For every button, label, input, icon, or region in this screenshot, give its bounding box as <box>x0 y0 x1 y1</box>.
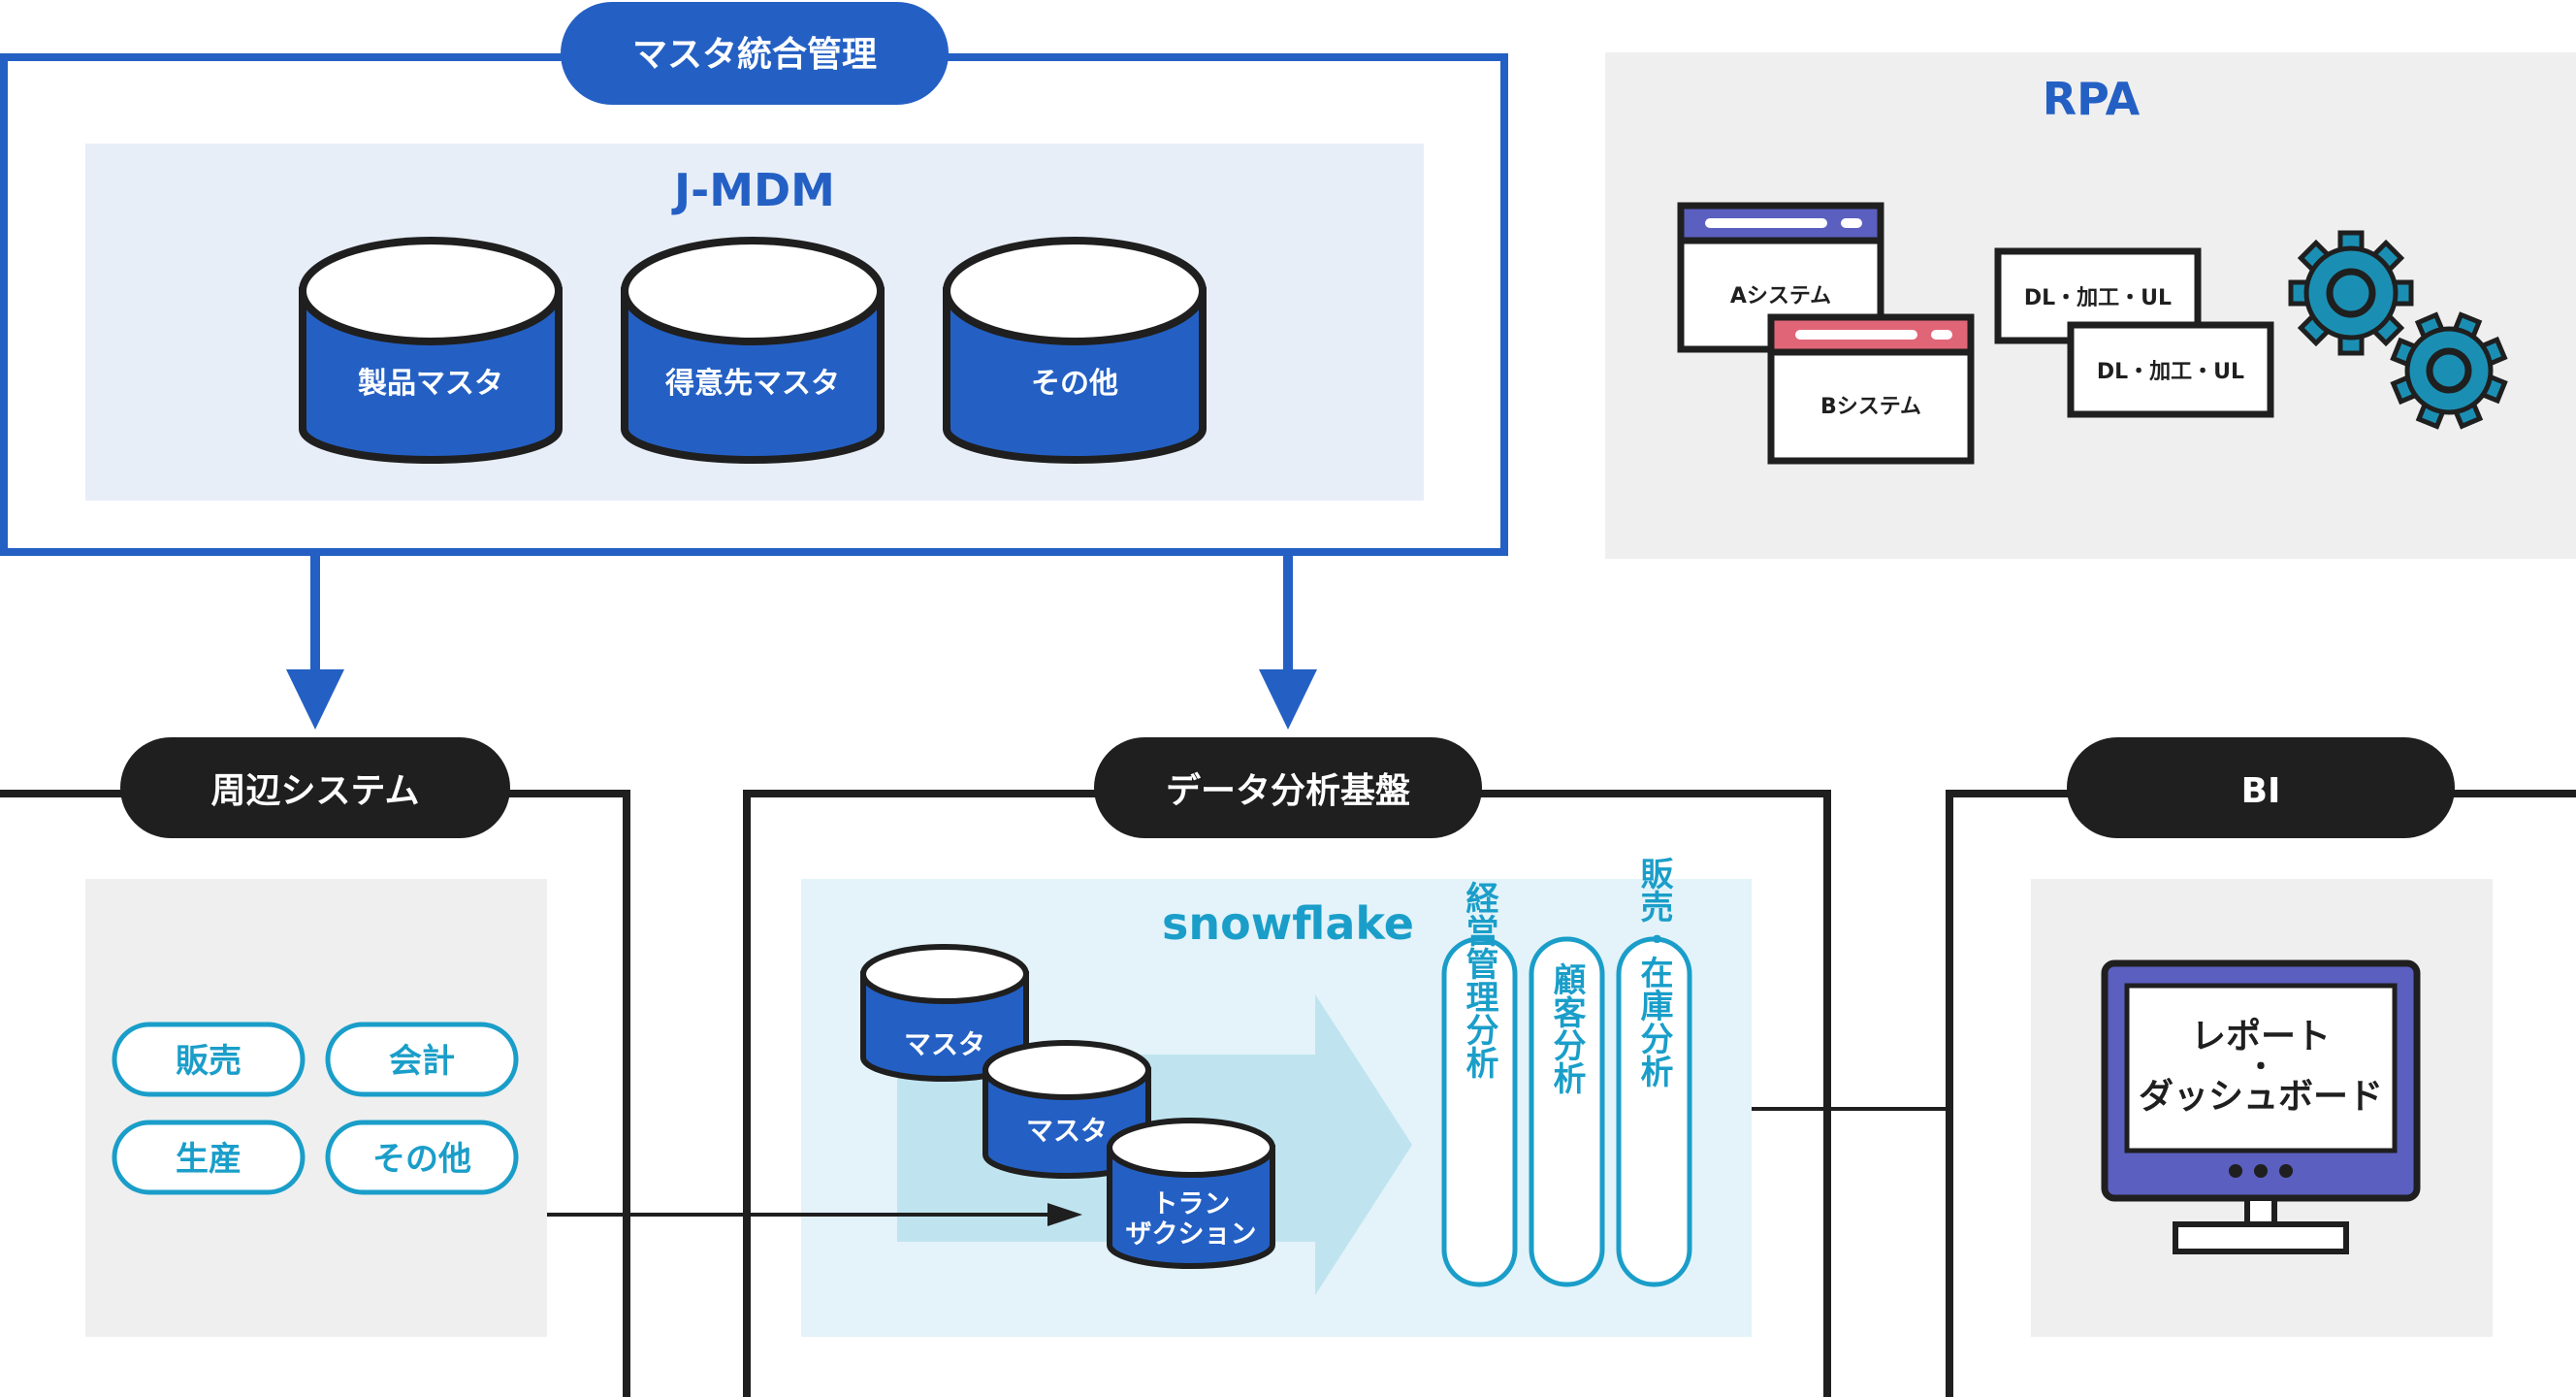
analysis-pill-management-label: 経営管理分析 <box>1460 881 1498 1079</box>
cylinder-master-2-label: マスタ <box>1026 1115 1108 1147</box>
system-pill-accounting-label: 会計 <box>389 1042 455 1081</box>
rpa-process-box-2: DL・加工・UL <box>2067 321 2274 418</box>
cylinder-master-1-label: マスタ <box>904 1028 985 1060</box>
cylinder-other-master-label: その他 <box>1031 367 1118 401</box>
monitor-label-line2: ・ <box>2246 1051 2275 1085</box>
gear-icon <box>2288 230 2414 356</box>
window-a-titlebar-dot <box>1841 218 1862 228</box>
bi-badge-label: BI <box>2241 771 2281 811</box>
rpa-window-b-label: Bシステム <box>1820 395 1921 419</box>
master-to-analytics-arrow <box>1259 553 1317 730</box>
window-b-titlebar-dot <box>1931 330 1952 340</box>
bi-badge <box>2067 737 2455 838</box>
master-section: マスタ統合管理 J-MDM 製品マスタ 得意先マスタ その他 <box>0 2 1508 556</box>
peripheral-badge <box>120 737 510 838</box>
monitor-icon: レポート ・ ダッシュボード <box>2101 959 2421 1254</box>
analytics-badge-label: データ分析基盤 <box>1166 770 1410 811</box>
cylinder-customer-master: 得意先マスタ <box>621 237 885 464</box>
rpa-process-2-label: DL・加工・UL <box>2097 360 2244 384</box>
master-to-peripheral-arrow <box>286 553 344 730</box>
cylinder-transaction: トラン ザクション <box>1107 1118 1275 1269</box>
monitor-label-line3: ダッシュボード <box>2139 1077 2383 1117</box>
window-b-titlebar-line <box>1795 330 1917 340</box>
analysis-pill-sales-inventory: 販売・在庫分析 <box>1616 857 1692 1287</box>
system-pill-other: その他 <box>325 1120 519 1195</box>
cylinder-transaction-label-1: トラン <box>1152 1189 1231 1219</box>
cylinder-transaction-label-2: ザクション <box>1126 1219 1257 1250</box>
snowflake-label: snowflake <box>1162 897 1414 950</box>
rpa-window-a: Aシステム <box>1677 202 1884 353</box>
system-pill-other-label: その他 <box>372 1140 471 1179</box>
rpa-process-1-label: DL・加工・UL <box>2024 286 2172 310</box>
master-product-label: J-MDM <box>671 164 835 216</box>
peripheral-inner-panel <box>85 879 547 1337</box>
cylinder-customer-master-label: 得意先マスタ <box>664 367 840 401</box>
analytics-badge <box>1094 737 1482 838</box>
system-pill-production: 生産 <box>112 1120 306 1195</box>
analysis-pill-customer: 顧客分析 <box>1529 936 1605 1287</box>
peripheral-to-transaction-arrow <box>547 1203 1082 1226</box>
analytics-section: データ分析基盤 snowflake マスタ マスタ トラン ザクション 経営管理… <box>743 737 1831 1397</box>
rpa-title: RPA <box>2043 73 2141 125</box>
cylinder-master-2: マスタ <box>982 1040 1151 1179</box>
cylinder-product-master-label: 製品マスタ <box>358 367 503 401</box>
master-badge-label: マスタ統合管理 <box>632 35 877 75</box>
analysis-pill-sales-inventory-label: 販売・在庫分析 <box>1634 857 1673 1088</box>
system-pill-production-label: 生産 <box>176 1140 242 1179</box>
peripheral-badge-label: 周辺システム <box>211 771 420 811</box>
system-pill-accounting: 会計 <box>325 1022 519 1097</box>
peripheral-section: 周辺システム 販売 会計 生産 その他 <box>0 737 630 1397</box>
monitor-label-line1: レポート <box>2191 1016 2331 1056</box>
system-pill-sales-label: 販売 <box>176 1042 242 1081</box>
bi-section: BI レポート ・ ダッシュボード <box>1946 737 2576 1397</box>
analysis-pill-customer-label: 顧客分析 <box>1547 962 1586 1094</box>
window-a-titlebar-line <box>1705 218 1827 228</box>
rpa-window-b: Bシステム <box>1767 313 1975 465</box>
system-pill-sales: 販売 <box>112 1022 306 1097</box>
gear-icon-small <box>2390 311 2508 430</box>
rpa-window-a-label: Aシステム <box>1730 284 1831 309</box>
rpa-section: RPA Aシステム Bシステム DL・加工・UL DL・加工・UL <box>1605 52 2576 559</box>
cylinder-product-master: 製品マスタ <box>299 237 563 464</box>
cylinder-other-master: その他 <box>943 237 1207 464</box>
analysis-pill-management: 経営管理分析 <box>1441 881 1518 1287</box>
master-badge <box>561 2 949 105</box>
